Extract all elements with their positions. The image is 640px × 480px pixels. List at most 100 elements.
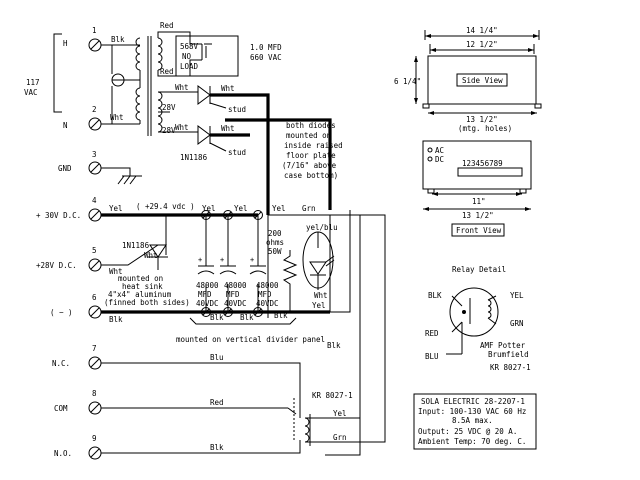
led-icon bbox=[309, 261, 327, 275]
svg-text:(finned both sides): (finned both sides) bbox=[104, 298, 190, 307]
capacitor-unit: MFD bbox=[198, 290, 212, 299]
wire-color: Blk bbox=[210, 443, 224, 452]
svg-text:+: + bbox=[250, 256, 254, 264]
capacitor-value: 48000 bbox=[256, 281, 279, 290]
heatsink-note: mounted on heat sink 4"x4" aluminum (fin… bbox=[104, 274, 190, 307]
wire-color: Blu bbox=[210, 353, 224, 362]
terminal-screw-3[interactable] bbox=[88, 161, 102, 175]
capacitor-unit: MFD bbox=[226, 290, 240, 299]
relay-label-red: RED bbox=[425, 329, 439, 338]
rectifier-diodes bbox=[158, 85, 332, 215]
resonant-capacitor bbox=[175, 35, 239, 77]
relay-label-blk: BLK bbox=[428, 291, 442, 300]
terminal-number: 1 bbox=[92, 26, 97, 35]
svg-text:heat sink: heat sink bbox=[122, 282, 163, 291]
relay-label-yel: YEL bbox=[510, 291, 524, 300]
diode-icon bbox=[197, 125, 211, 145]
diode-note: both diodes mounted on inside raised flo… bbox=[282, 121, 343, 180]
terminal-label: H bbox=[63, 39, 68, 48]
wire-color: Wht bbox=[221, 124, 235, 133]
relay-maker-part: KR 8027-1 bbox=[490, 363, 531, 372]
side-dim-inner: 12 1/2" bbox=[466, 40, 498, 49]
wire-color: Wht bbox=[314, 291, 328, 300]
svg-text:inside raised: inside raised bbox=[284, 141, 343, 150]
side-dim-height: 6 1/4" bbox=[394, 77, 421, 86]
spec-line: Ambient Temp: 70 deg. C. bbox=[418, 437, 526, 446]
wire-color: Blk bbox=[109, 315, 123, 324]
wire-color: Wht bbox=[144, 251, 158, 260]
terminal-label: COM bbox=[54, 404, 68, 413]
terminal-screw-4[interactable] bbox=[88, 208, 102, 222]
spec-line: Input: 100-130 VAC 60 Hz bbox=[418, 407, 526, 416]
diode-icon bbox=[197, 85, 211, 105]
diode-stud: stud bbox=[228, 148, 246, 157]
ground-symbol bbox=[101, 167, 142, 185]
terminal-label: +28V D.C. bbox=[36, 261, 77, 270]
capacitor-unit: MFD bbox=[258, 290, 272, 299]
wire-color: Blk bbox=[210, 313, 224, 322]
front-ac: AC bbox=[435, 146, 444, 155]
cap-noload: LOAD bbox=[180, 62, 199, 71]
terminal-number: 2 bbox=[92, 105, 97, 114]
front-dim-inner: 11" bbox=[472, 197, 486, 206]
resistor-value: 200 bbox=[268, 229, 282, 238]
relay-contact-wiring bbox=[101, 214, 386, 454]
svg-text:4"x4" aluminum: 4"x4" aluminum bbox=[108, 290, 172, 299]
wire-color: Blk bbox=[111, 35, 125, 44]
terminal-label: + 30V D.C. bbox=[36, 211, 81, 220]
wire-color: Red bbox=[210, 398, 224, 407]
svg-text:both diodes: both diodes bbox=[286, 121, 336, 130]
input-voltage-unit: VAC bbox=[24, 88, 38, 97]
terminal-screw-9[interactable] bbox=[88, 446, 102, 460]
terminal-number: 8 bbox=[92, 389, 97, 398]
svg-text:floor plate: floor plate bbox=[286, 151, 336, 160]
terminal-number: 3 bbox=[92, 150, 97, 159]
terminal-screw-5[interactable] bbox=[88, 258, 102, 272]
terminal-screw-1[interactable] bbox=[88, 38, 102, 52]
terminal-strip bbox=[457, 167, 523, 177]
filter-capacitors bbox=[197, 265, 267, 275]
wire-color: Yel bbox=[272, 204, 286, 213]
front-dim-overall: 13 1/2" bbox=[462, 211, 494, 220]
terminal-screw-7[interactable] bbox=[88, 356, 102, 370]
bleeder-resistor bbox=[282, 250, 298, 312]
svg-text:mounted on: mounted on bbox=[286, 131, 331, 140]
terminal-screw-2[interactable] bbox=[88, 117, 102, 131]
wire-color: Grn bbox=[302, 204, 316, 213]
spec-line: Output: 25 VDC @ 20 A. bbox=[418, 427, 517, 436]
terminal-screw-8[interactable] bbox=[88, 401, 102, 415]
terminal-label: ( − ) bbox=[50, 308, 73, 317]
capacitor-panel-note: mounted on vertical divider panel bbox=[176, 335, 325, 344]
relay-detail-title: Relay Detail bbox=[452, 265, 506, 274]
terminal-label: N.C. bbox=[52, 359, 70, 368]
svg-text:mounted on: mounted on bbox=[118, 274, 163, 283]
side-view-drawing bbox=[414, 30, 542, 115]
front-view-title: Front View bbox=[456, 226, 502, 235]
svg-text:+: + bbox=[220, 256, 224, 264]
wire-color: Grn bbox=[333, 433, 347, 442]
capacitor-voltage: 40VDC bbox=[224, 299, 247, 308]
terminal-label: N bbox=[63, 121, 68, 130]
secondary-voltage: 28V bbox=[162, 103, 176, 112]
capacitor-value: 48000 bbox=[196, 281, 219, 290]
dc-indicator-icon bbox=[427, 156, 433, 162]
wire-color: Blk bbox=[327, 341, 341, 350]
bus-junctions bbox=[201, 210, 263, 317]
input-bracket bbox=[53, 33, 62, 113]
wire-color: Yel bbox=[333, 409, 347, 418]
output-voltage: ( +29.4 vdc ) bbox=[136, 202, 195, 211]
indicator-lamp bbox=[302, 231, 335, 290]
terminal-number: 5 bbox=[92, 246, 97, 255]
terminal-screw-6[interactable] bbox=[88, 305, 102, 319]
diode-stud: stud bbox=[228, 105, 246, 114]
diode-icon bbox=[149, 244, 167, 258]
svg-text:+: + bbox=[198, 256, 202, 264]
svg-text:case bottom): case bottom) bbox=[284, 171, 338, 180]
relay-detail-drawing bbox=[446, 287, 499, 355]
wire-color: Wht bbox=[110, 113, 124, 122]
wire-color: Yel bbox=[202, 204, 216, 213]
wire-color: Yel bbox=[234, 204, 248, 213]
relay-label-grn: GRN bbox=[510, 319, 524, 328]
relay-maker: Brumfield bbox=[488, 350, 529, 359]
